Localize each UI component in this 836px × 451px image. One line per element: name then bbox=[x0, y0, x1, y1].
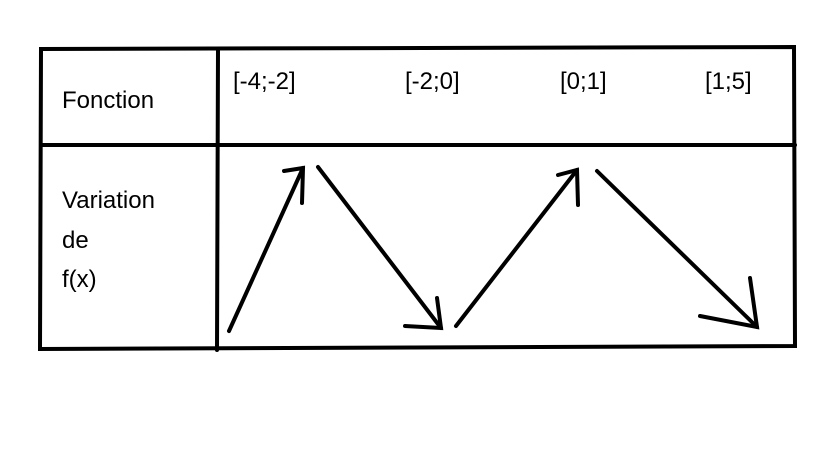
row-label-de: de bbox=[62, 227, 89, 254]
arrow-decreasing-2 bbox=[595, 169, 760, 330]
row-label-fonction: Fonction bbox=[62, 87, 155, 114]
interval-header: [-2;0] bbox=[405, 68, 460, 95]
row-label-variation: Variation bbox=[62, 187, 155, 214]
column-divider bbox=[215, 47, 220, 352]
interval-header: [1;5] bbox=[705, 68, 752, 95]
interval-header: [0;1] bbox=[560, 68, 607, 95]
arrow-decreasing-1 bbox=[316, 165, 444, 331]
interval-header: [-4;-2] bbox=[233, 68, 296, 95]
arrow-increasing-1 bbox=[227, 165, 306, 333]
row-label-fx: f(x) bbox=[62, 266, 97, 293]
table-border bbox=[37, 44, 798, 352]
arrow-increasing-2 bbox=[454, 167, 580, 328]
